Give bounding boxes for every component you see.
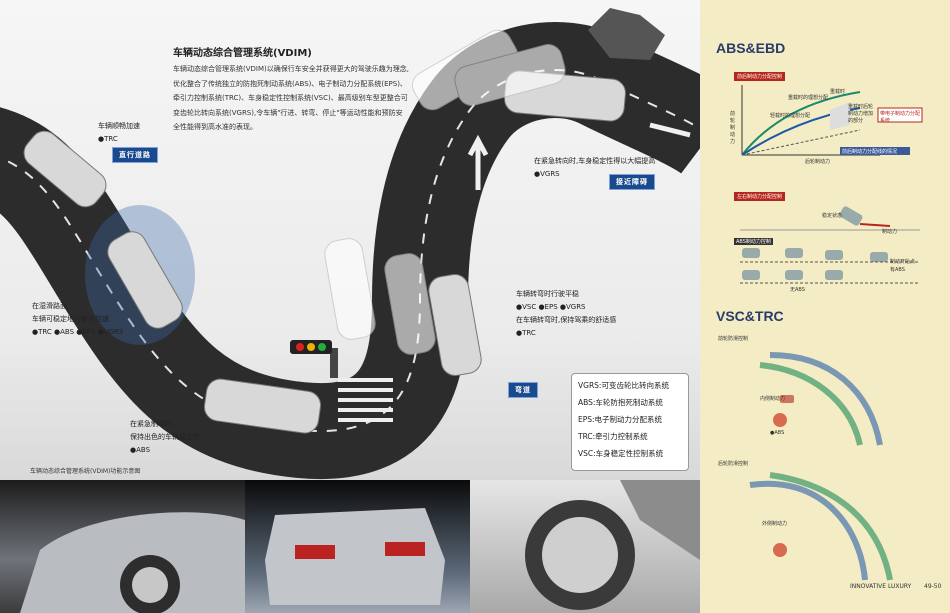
legend-item-abs: ABS:车轮防抱死制动系统 bbox=[578, 398, 663, 407]
figure-caption: 车辆动态综合管理系统(VDIM)功能示意图 bbox=[30, 468, 141, 475]
direction-arrow bbox=[467, 134, 489, 190]
photo-car-side bbox=[0, 480, 245, 613]
chart-label-light: 轻载时的理想分配 bbox=[770, 113, 811, 119]
page-number: 49-50 bbox=[924, 583, 942, 590]
scene-straight-systems: ●TRC bbox=[98, 135, 118, 143]
car-3 bbox=[203, 378, 322, 434]
vsc-front-label: 前轮防滑控制 bbox=[718, 336, 749, 342]
chart-note-increase: 重载时后轮制动力增加的部分 bbox=[848, 104, 874, 124]
chart-label-loaded: 重载时 bbox=[830, 89, 846, 95]
intro-text: 车辆动态综合管理系统(VDIM)以确保行车安全并获得更大的驾驶乐趣为理念,优化整… bbox=[173, 65, 409, 131]
legend-item-vgrs: VGRS:可变齿轮比转向系统 bbox=[578, 381, 669, 390]
ebd-label-with-abs: 有ABS bbox=[890, 267, 905, 273]
vsc-abs-tag: ●ABS bbox=[770, 430, 785, 436]
photo-strip bbox=[0, 480, 700, 613]
vsc-outer-force: 外侧制动力 bbox=[762, 521, 788, 527]
scene-slippery-systems: ●TRC ●ABS ●EPS ●VGRS bbox=[32, 328, 124, 336]
tag-curve: 弯道 bbox=[508, 382, 538, 398]
scene-brake: 在紧急制动时, 保持出色的车辆稳定性 ●ABS bbox=[130, 418, 200, 457]
chart-note-line: 前后制动力分配线的情况 bbox=[842, 149, 898, 155]
ebd-label-force: 制动力 bbox=[882, 229, 898, 235]
scene-curve-line-1: 车辆转弯时行驶平稳 bbox=[516, 290, 579, 298]
abs-ebd-title: ABS&EBD bbox=[716, 40, 786, 56]
ebd-title: 左右制动力分配控制 bbox=[734, 192, 786, 201]
scene-straight: 车辆顺畅加速 ●TRC bbox=[98, 120, 140, 146]
traffic-light bbox=[290, 340, 338, 378]
photo-car-rear bbox=[245, 480, 470, 613]
brake-distribution-chart: 前后制动力分配控制 前轮制动力 后轮制动力 重载时的理想分配 轻载时的理想分配 … bbox=[730, 70, 930, 165]
car-4 bbox=[428, 274, 482, 376]
crosswalk bbox=[338, 378, 393, 422]
scene-sharp-line: 在紧急转向时,车身稳定性得以大幅提高 bbox=[534, 157, 656, 165]
left-page: 车辆动态综合管理系统(VDIM) 车辆动态综合管理系统(VDIM)以确保行车安全… bbox=[0, 0, 700, 613]
ebd-label-stable: 稳定状态 bbox=[822, 213, 843, 219]
vsc-front-diagram bbox=[759, 352, 883, 446]
tag-obstacle: 接近障碍 bbox=[609, 174, 655, 190]
scene-curve-line-2: 在车辆转弯时,保持驾乘的舒适感 bbox=[516, 316, 617, 324]
chart-label-heavy: 重载时的理想分配 bbox=[788, 95, 829, 101]
right-sidebar: ABS&EBD 前后制动力分配控制 前轮制动力 后轮制动力 重载时的理想分配 轻… bbox=[700, 0, 950, 613]
photo-wheel-detail bbox=[470, 480, 700, 613]
ebd-label-brake-start: 制动开始点 bbox=[890, 259, 916, 265]
scene-brake-line-1: 在紧急制动时, bbox=[130, 420, 175, 428]
scene-brake-line-2: 保持出色的车辆稳定性 bbox=[130, 433, 200, 441]
rock bbox=[588, 8, 665, 60]
scene-slippery-line-2: 车辆可稳定地行驶与加速 bbox=[32, 315, 109, 323]
legend-item-eps: EPS:电子制动力分配系统 bbox=[578, 415, 663, 424]
road-illustration bbox=[0, 8, 700, 480]
scene-curve-systems-1: ●VSC ●EPS ●VGRS bbox=[516, 303, 586, 311]
system-legend: VGRS:可变齿轮比转向系统 ABS:车轮防抱死制动系统 EPS:电子制动力分配… bbox=[571, 373, 689, 471]
ebd-label-no-abs: 无ABS bbox=[790, 287, 805, 293]
scene-sharp-systems: ●VGRS bbox=[534, 170, 560, 178]
scene-curve-systems-2: ●TRC bbox=[516, 329, 536, 337]
legend-item-trc: TRC:牵引力控制系统 bbox=[578, 432, 648, 441]
footer-brand: INNOVATIVE LUXURY bbox=[850, 583, 912, 590]
car-1 bbox=[23, 130, 107, 208]
scene-sharp-turn: 在紧急转向时,车身稳定性得以大幅提高 ●VGRS bbox=[534, 155, 655, 181]
left-right-brake-diagram: 左右制动力分配控制 稳定状态 制动力 ABS制动力控制 制动开始点 有ABS 无… bbox=[730, 190, 930, 300]
chart-title: 前后制动力分配控制 bbox=[734, 72, 786, 81]
vsc-trc-title: VSC&TRC bbox=[716, 308, 784, 324]
chart-xlabel: 后轮制动力 bbox=[805, 159, 831, 165]
vsc-inner-force: 内侧制动力 bbox=[760, 396, 786, 402]
vsc-rear-label: 后轮防滑控制 bbox=[718, 461, 749, 467]
legend-item-vsc: VSC:车身稳定性控制系统 bbox=[578, 449, 664, 458]
tag-straight-road: 直行道路 bbox=[112, 147, 158, 163]
scene-straight-line: 车辆顺畅加速 bbox=[98, 122, 140, 130]
ebd-label-abs-control: ABS制动力控制 bbox=[734, 238, 773, 245]
scene-slippery: 在湿滑路面, 车辆可稳定地行驶与加速 ●TRC ●ABS ●EPS ●VGRS bbox=[32, 300, 123, 339]
scene-brake-systems: ●ABS bbox=[130, 446, 151, 454]
chart-note-ebd: 带电子制动力分配系统 bbox=[880, 111, 921, 124]
brake-curve-graph bbox=[741, 85, 923, 156]
chart-ylabel: 前轮制动力 bbox=[730, 111, 736, 145]
scene-curve: 车辆转弯时行驶平稳 ●VSC ●EPS ●VGRS 在车辆转弯时,保持驾乘的舒适… bbox=[516, 288, 616, 340]
page-title: 车辆动态综合管理系统(VDIM) bbox=[173, 48, 312, 59]
scene-slippery-line-1: 在湿滑路面, bbox=[32, 302, 70, 310]
car-2 bbox=[107, 231, 183, 329]
vsc-rear-diagram bbox=[749, 472, 893, 581]
